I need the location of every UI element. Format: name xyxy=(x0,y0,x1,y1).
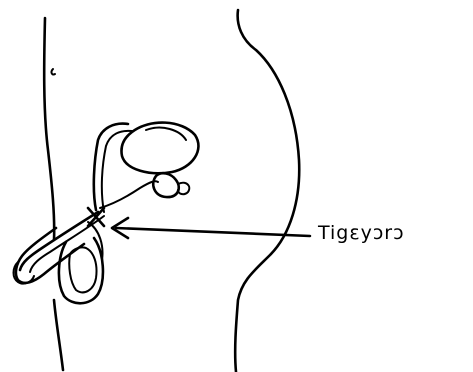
callout-label: Tigεyɔrɔ xyxy=(318,222,405,244)
testis xyxy=(69,247,96,292)
lower-back-outline xyxy=(54,300,63,370)
bladder-inner xyxy=(146,128,186,140)
bladder xyxy=(121,123,198,174)
back-outline xyxy=(44,18,54,240)
pointer-arrow-line xyxy=(116,228,310,236)
gland xyxy=(153,173,179,197)
duct-inner xyxy=(102,131,132,212)
duct-branch xyxy=(100,181,158,208)
small-mark xyxy=(52,69,55,75)
belly-outline xyxy=(235,10,299,372)
urethra-inner xyxy=(30,216,104,272)
